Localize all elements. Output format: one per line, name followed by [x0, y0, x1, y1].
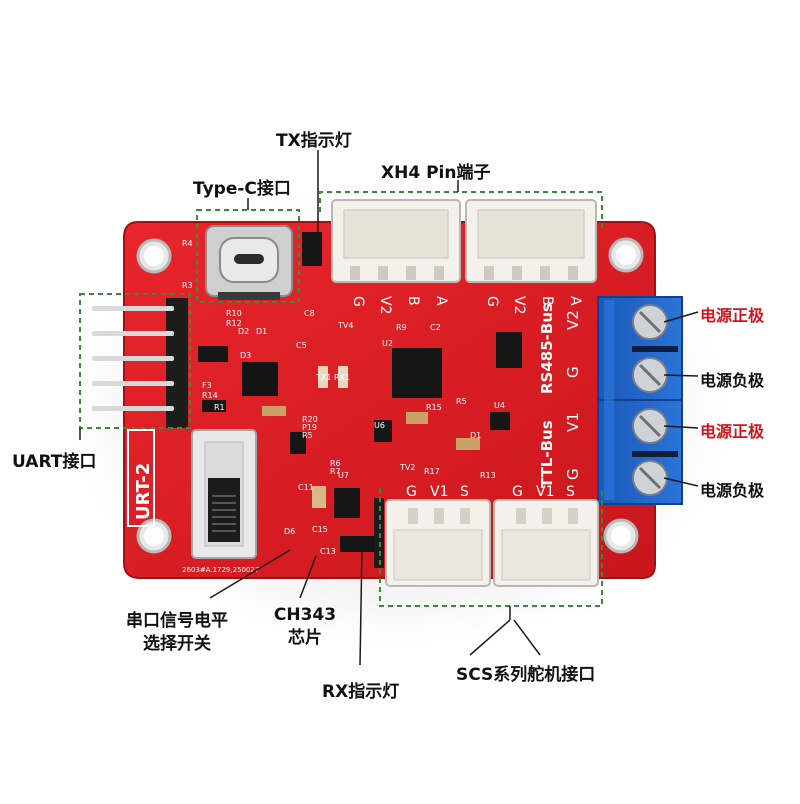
- callout-power-negative-1: 电源负极: [700, 371, 765, 390]
- svg-text:D3: D3: [240, 351, 251, 360]
- svg-text:C11: C11: [298, 483, 314, 492]
- terminal-pin-2: V1: [564, 412, 582, 432]
- xh-left-pin-3: A: [433, 296, 449, 306]
- svg-text:D1: D1: [256, 327, 267, 336]
- xh-right-pin-3: A: [567, 296, 583, 306]
- bus-labels: TTL-Bus RS485-Bus: [538, 303, 556, 488]
- mounting-holes: [136, 237, 644, 554]
- callout-level-switch-line1: 串口信号电平: [126, 611, 228, 631]
- board-name-label: URT-2: [127, 429, 155, 527]
- svg-text:U4: U4: [494, 401, 505, 410]
- xh-left-pin-1: V2: [377, 296, 393, 314]
- svg-text:C2: C2: [430, 323, 441, 332]
- svg-text:R1: R1: [214, 403, 225, 412]
- board-name: URT-2: [133, 463, 154, 520]
- callout-power-positive-1: 电源正极: [700, 306, 765, 325]
- svg-text:C8: C8: [304, 309, 315, 318]
- board-serial: 2603#A.1729,250027: [182, 566, 259, 574]
- servo-left-pin-1: V1: [430, 484, 448, 500]
- svg-text:R7: R7: [330, 467, 341, 476]
- xh4-connectors: [331, 199, 597, 283]
- servo-right-pin-0: G: [512, 484, 523, 500]
- callout-power-positive-2: 电源正极: [700, 422, 765, 441]
- callout-tx-led: TX指示灯: [276, 131, 352, 151]
- svg-text:F3: F3: [202, 381, 212, 390]
- uart-header: [92, 298, 188, 428]
- callout-ch343-line2: 芯片: [288, 628, 322, 648]
- svg-text:R5: R5: [456, 397, 467, 406]
- xh-right-pin-2: B: [539, 296, 555, 306]
- servo-left-pin-2: S: [460, 484, 469, 500]
- callout-xh4: XH4 Pin端子: [381, 163, 491, 183]
- svg-text:U2: U2: [382, 339, 393, 348]
- servo-right-pin-2: S: [566, 484, 575, 500]
- callout-uart: UART接口: [12, 452, 97, 472]
- xh-left-pin-0: G: [350, 296, 366, 307]
- callout-scs-port: SCS系列舵机接口: [456, 665, 596, 685]
- terminal-screws: [632, 304, 668, 496]
- svg-text:R14: R14: [202, 391, 218, 400]
- xh-right-pin-1: V2: [511, 296, 527, 314]
- terminal-pin-1: G: [564, 366, 582, 378]
- svg-text:D1: D1: [470, 431, 481, 440]
- svg-text:R10: R10: [226, 309, 242, 318]
- terminal-pin-3: G: [564, 468, 582, 480]
- terminal-block: [597, 296, 683, 505]
- svg-text:C5: C5: [296, 341, 307, 350]
- svg-text:R15: R15: [426, 403, 442, 412]
- callout-ch343-line1: CH343: [273, 605, 337, 625]
- callout-power-negative-2: 电源负极: [700, 481, 765, 500]
- leader-lines: [79, 150, 699, 666]
- ic-chips: [198, 232, 522, 552]
- svg-text:R6: R6: [330, 459, 341, 468]
- svg-text:TV4: TV4: [337, 321, 353, 330]
- scs-servo-connectors: [385, 499, 599, 587]
- svg-text:TV2: TV2: [399, 463, 415, 472]
- servo-pin-labels: G V1 S G V1 S: [406, 484, 575, 500]
- bus-label-rs485: RS485-Bus: [538, 303, 556, 394]
- svg-text:R9: R9: [396, 323, 407, 332]
- svg-text:U7: U7: [338, 471, 349, 480]
- xh-right-pin-0: G: [484, 296, 500, 307]
- svg-text:R20: R20: [302, 415, 318, 424]
- callout-ch343: CH343 芯片: [268, 604, 342, 650]
- type-c-port: [205, 225, 293, 300]
- svg-text:C13: C13: [320, 547, 336, 556]
- callout-type-c: Type-C接口: [193, 179, 291, 199]
- svg-text:U6: U6: [374, 421, 385, 430]
- svg-text:R13: R13: [480, 471, 496, 480]
- svg-text:P19: P19: [302, 423, 317, 432]
- svg-text:C15: C15: [312, 525, 328, 534]
- svg-text:R3: R3: [182, 281, 193, 290]
- xh-left-pin-2: B: [405, 296, 421, 306]
- svg-text:R12: R12: [226, 319, 242, 328]
- bus-label-ttl: TTL-Bus: [538, 420, 556, 488]
- callout-level-switch: 串口信号电平 选择开关: [118, 610, 236, 656]
- svg-text:TX1: TX1: [315, 373, 331, 382]
- svg-text:R4: R4: [182, 239, 193, 248]
- servo-left-pin-0: G: [406, 484, 417, 500]
- level-switch: [191, 429, 257, 559]
- terminal-pin-0: V2: [564, 310, 582, 330]
- svg-text:R5: R5: [302, 431, 313, 440]
- callout-level-switch-line2: 选择开关: [143, 634, 211, 654]
- callout-boxes: [79, 191, 603, 607]
- svg-text:D6: D6: [284, 527, 295, 536]
- svg-text:RX1: RX1: [334, 373, 350, 382]
- svg-text:D2: D2: [238, 327, 249, 336]
- servo-right-pin-1: V1: [536, 484, 554, 500]
- callout-rx-led: RX指示灯: [322, 682, 400, 702]
- svg-text:R17: R17: [424, 467, 440, 476]
- xh4-pin-labels: G V2 B A G V2 B A: [350, 296, 583, 314]
